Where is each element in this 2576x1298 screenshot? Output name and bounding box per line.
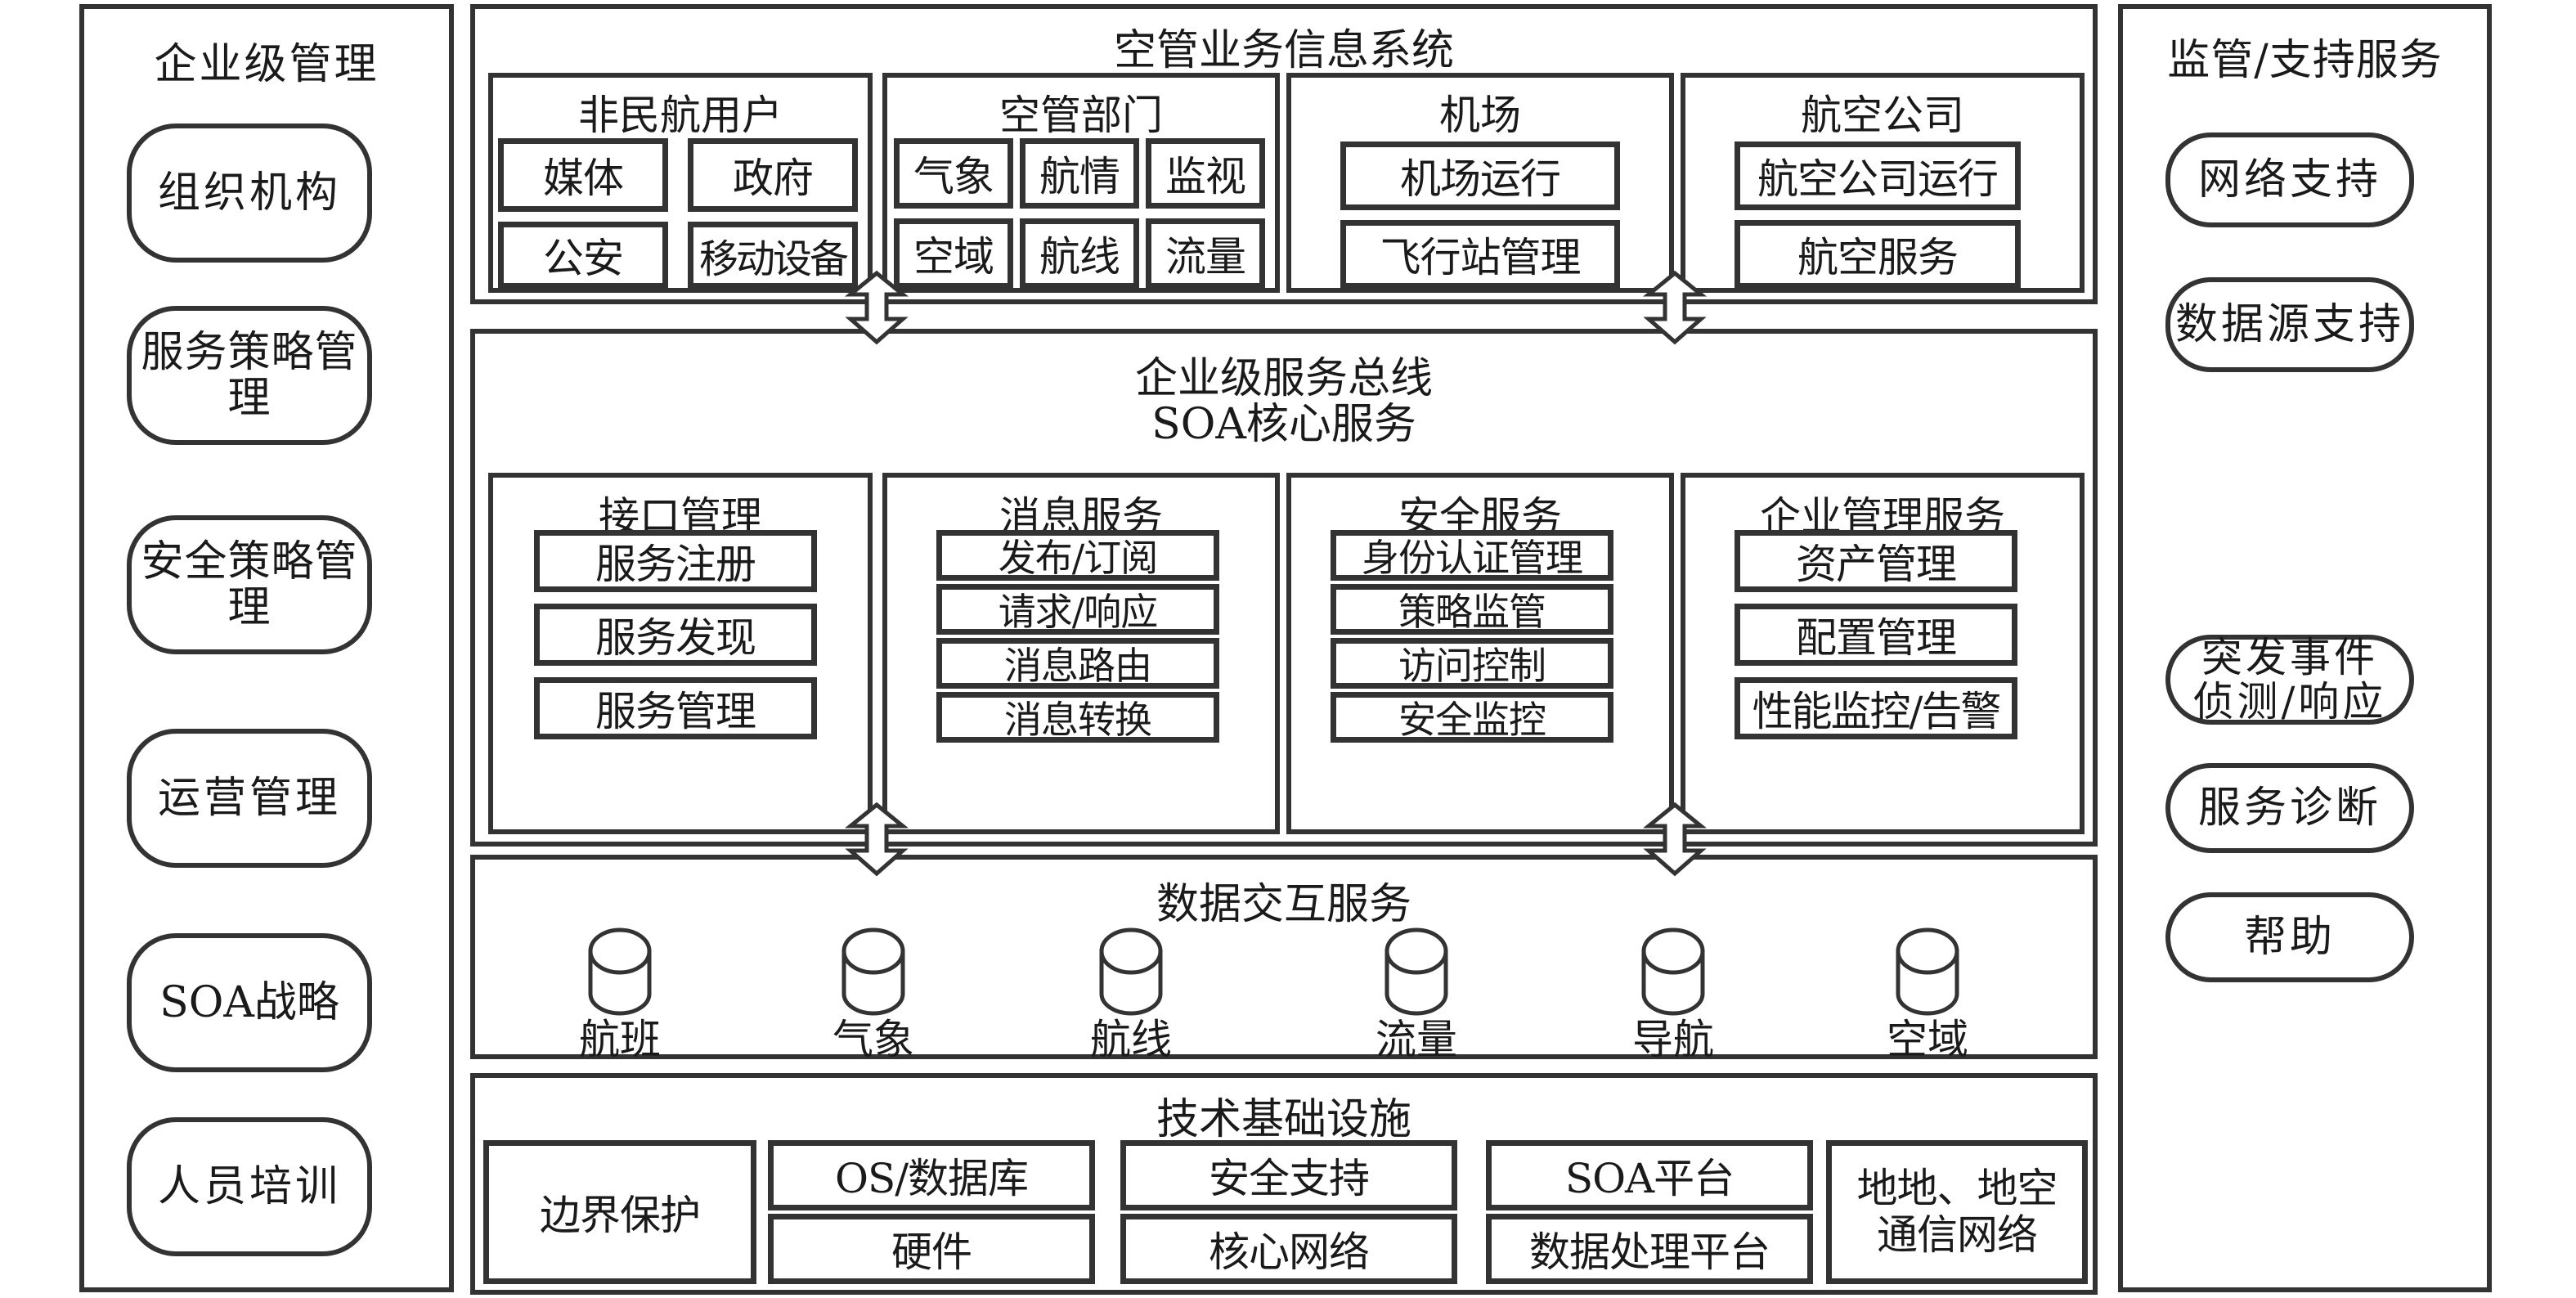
interface-mgmt-group: 接口管理 服务注册 服务发现 服务管理 [488, 473, 873, 834]
security-service-group: 安全服务 身份认证管理 策略监管 访问控制 安全监控 [1286, 473, 1674, 834]
police-item[interactable]: 公安 [498, 222, 668, 289]
flight-info-item[interactable]: 航情 [1020, 138, 1139, 209]
datasource-support-item[interactable]: 数据源支持 [2165, 277, 2414, 372]
data-exchange-title: 数据交互服务 [1156, 880, 1411, 929]
group-title: 非民航用户 [578, 92, 783, 139]
service-diagnosis-item[interactable]: 服务诊断 [2165, 763, 2414, 853]
database-label: 导航 [1632, 1016, 1714, 1063]
double-arrow-icon [844, 270, 909, 345]
boundary-protection-item[interactable]: 边界保护 [483, 1140, 756, 1284]
weather-item[interactable]: 气象 [894, 138, 1013, 209]
org-structure-item[interactable]: 组织机构 [127, 124, 372, 263]
database-icon [588, 927, 652, 1016]
enterprise-management-title: 企业级管理 [154, 40, 379, 89]
service-management-item[interactable]: 服务管理 [534, 677, 817, 739]
route-item[interactable]: 航线 [1020, 218, 1139, 289]
airport-operations-item[interactable]: 机场运行 [1340, 141, 1620, 210]
airline-group: 航空公司 航空公司运行 航空服务 [1681, 73, 2085, 293]
publish-subscribe-item[interactable]: 发布/订阅 [936, 530, 1219, 581]
surveillance-item[interactable]: 监视 [1146, 138, 1265, 209]
mobile-device-item[interactable]: 移动设备 [688, 222, 858, 289]
request-response-item[interactable]: 请求/响应 [936, 584, 1219, 635]
hardware-item[interactable]: 硬件 [768, 1214, 1095, 1284]
message-transform-item[interactable]: 消息转换 [936, 692, 1219, 743]
aviation-service-item[interactable]: 航空服务 [1735, 220, 2021, 289]
operations-item[interactable]: 运营管理 [127, 729, 372, 868]
double-arrow-icon [844, 802, 909, 877]
core-network-item[interactable]: 核心网络 [1120, 1214, 1457, 1284]
media-item[interactable]: 媒体 [498, 138, 668, 212]
security-policy-item[interactable]: 安全策略管理 [127, 515, 372, 654]
database-icon [841, 927, 905, 1016]
help-item[interactable]: 帮助 [2165, 892, 2414, 982]
incident-response-item[interactable]: 突发事件 侦测/响应 [2165, 635, 2414, 725]
atc-business-system-title: 空管业务信息系统 [1113, 26, 1454, 75]
database-label: 流量 [1376, 1016, 1457, 1063]
regulation-support-panel: 监管/支持服务 网络支持 数据源支持 突发事件 侦测/响应 服务诊断 帮助 [2118, 4, 2492, 1292]
database-icon [1384, 927, 1448, 1016]
policy-supervision-item[interactable]: 策略监管 [1331, 584, 1613, 635]
database-label: 气象 [832, 1016, 914, 1063]
database-label: 空域 [1887, 1016, 1968, 1063]
config-mgmt-item[interactable]: 配置管理 [1735, 604, 2017, 666]
group-title: 机场 [1439, 92, 1521, 139]
os-database-item[interactable]: OS/数据库 [768, 1140, 1095, 1210]
database-icon [1099, 927, 1163, 1016]
double-arrow-icon [1642, 802, 1708, 877]
double-arrow-icon [1642, 270, 1708, 345]
asset-mgmt-item[interactable]: 资产管理 [1735, 530, 2017, 592]
airport-group: 机场 机场运行 飞行站管理 [1286, 73, 1674, 293]
message-service-group: 消息服务 发布/订阅 请求/响应 消息路由 消息转换 [882, 473, 1280, 834]
soa-platform-item[interactable]: SOA平台 [1486, 1140, 1813, 1210]
access-control-item[interactable]: 访问控制 [1331, 638, 1613, 689]
staff-training-item[interactable]: 人员培训 [127, 1117, 372, 1256]
security-support-item[interactable]: 安全支持 [1120, 1140, 1457, 1210]
regulation-support-title: 监管/支持服务 [2167, 36, 2443, 85]
government-item[interactable]: 政府 [688, 138, 858, 212]
airline-operations-item[interactable]: 航空公司运行 [1735, 141, 2021, 210]
group-title: 航空公司 [1801, 92, 1964, 139]
ground-air-network-item[interactable]: 地地、地空 通信网络 [1826, 1140, 2088, 1284]
security-monitoring-item[interactable]: 安全监控 [1331, 692, 1613, 743]
infrastructure-title: 技术基础设施 [1156, 1095, 1411, 1144]
traffic-flow-item[interactable]: 流量 [1146, 218, 1265, 289]
database-label: 航线 [1090, 1016, 1172, 1063]
enterprise-management-panel: 企业级管理 组织机构 服务策略管理 安全策略管理 运营管理 SOA战略 人员培训 [79, 4, 454, 1292]
esb-title: 企业级服务总线 [1134, 354, 1433, 403]
performance-alert-item[interactable]: 性能监控/告警 [1735, 677, 2017, 739]
network-support-item[interactable]: 网络支持 [2165, 132, 2414, 227]
atc-business-system-panel: 空管业务信息系统 非民航用户 媒体 政府 公安 移动设备 空管部门 气象 航情 … [470, 4, 2098, 304]
database-icon [1641, 927, 1705, 1016]
message-routing-item[interactable]: 消息路由 [936, 638, 1219, 689]
non-civil-users-group: 非民航用户 媒体 政府 公安 移动设备 [488, 73, 873, 293]
enterprise-mgmt-service-group: 企业管理服务 资产管理 配置管理 性能监控/告警 [1681, 473, 2085, 834]
flight-station-mgmt-item[interactable]: 飞行站管理 [1340, 220, 1620, 289]
atc-department-group: 空管部门 气象 航情 监视 空域 航线 流量 [882, 73, 1280, 293]
soa-strategy-item[interactable]: SOA战略 [127, 933, 372, 1072]
esb-panel: 企业级服务总线 SOA核心服务 接口管理 服务注册 服务发现 服务管理 消息服务… [470, 329, 2098, 847]
service-policy-item[interactable]: 服务策略管理 [127, 306, 372, 445]
group-title: 空管部门 [999, 92, 1163, 139]
data-processing-platform-item[interactable]: 数据处理平台 [1486, 1214, 1813, 1284]
service-discovery-item[interactable]: 服务发现 [534, 604, 817, 666]
identity-auth-item[interactable]: 身份认证管理 [1331, 530, 1613, 581]
database-icon [1896, 927, 1959, 1016]
airspace-item[interactable]: 空域 [894, 218, 1013, 289]
infrastructure-panel: 技术基础设施 边界保护 OS/数据库 硬件 安全支持 核心网络 SOA平台 数据… [470, 1073, 2098, 1295]
esb-subtitle: SOA核心服务 [1151, 400, 1416, 449]
database-label: 航班 [579, 1016, 661, 1063]
data-exchange-panel: 数据交互服务 航班 气象 航线 流量 导航 空域 [470, 855, 2098, 1063]
service-registry-item[interactable]: 服务注册 [534, 530, 817, 592]
